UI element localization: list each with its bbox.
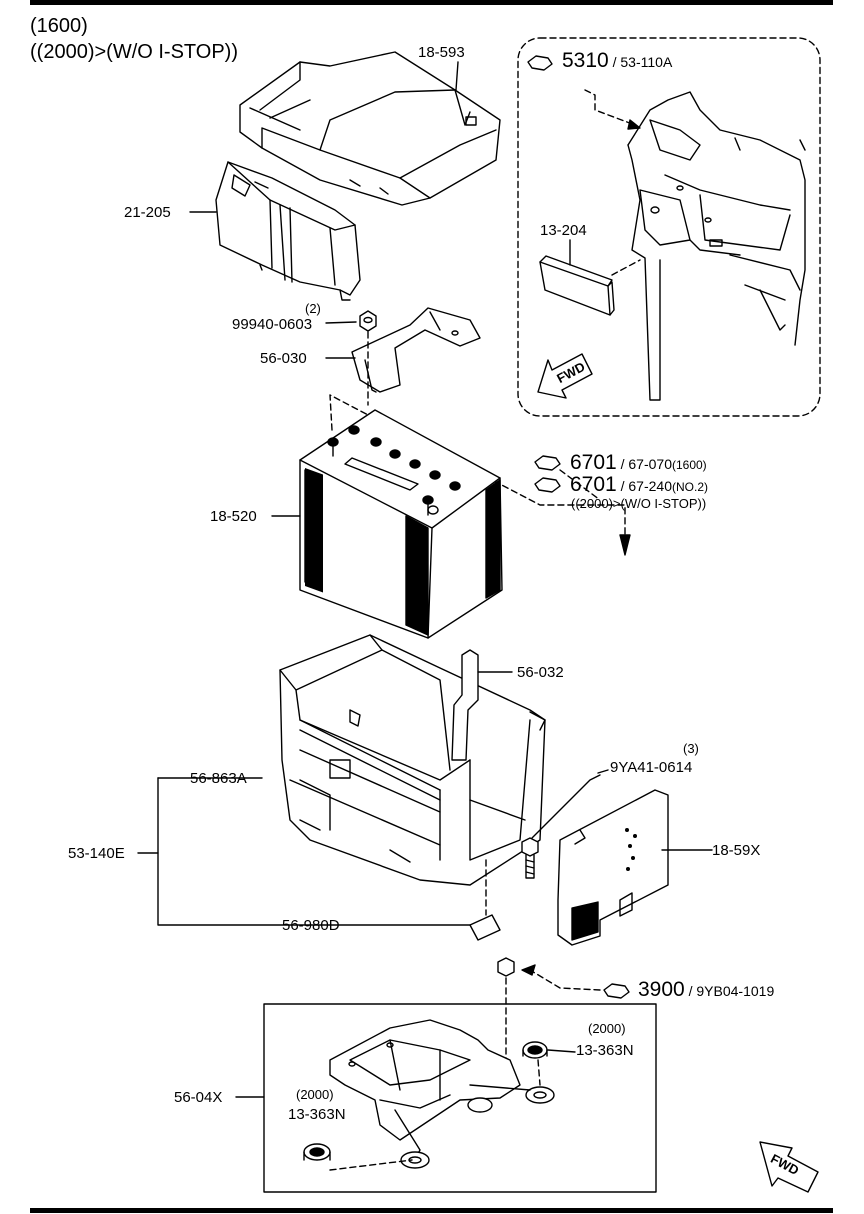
tray-drawing [279,634,546,886]
label-grommet-left-note: (2000) [296,1087,334,1102]
ref-cable2-note: (NO.2) [671,480,708,494]
ref-nut-code: 3900 [638,978,685,1001]
ref-nut-sub: 9YB04-1019 [696,983,775,999]
clamp-drawing [351,307,481,393]
ref-cable2-sub: 67-240 [628,478,672,494]
label-tray: 56-863A [190,770,247,787]
label-pad: 56-980D [282,917,340,934]
inset-box [517,37,821,417]
ref-cable1[interactable]: 6701 / 67-070(1600) [570,451,707,474]
ref-cable2-condition: ((2000)>(W/O I-STOP)) [571,496,707,511]
inset-frame-drawing [627,91,806,401]
ref-cable2[interactable]: 6701 / 67-240(NO.2) [570,473,708,496]
side-cover-drawing [557,789,669,946]
label-panel: 13-204 [540,222,587,239]
ref-nut[interactable]: 3900 / 9YB04-1019 [638,978,775,1001]
grommet-left-drawing [303,1143,331,1161]
ref-cable1-sub: 67-070 [628,456,672,472]
base-box [263,1003,657,1193]
panel-drawing [539,255,615,316]
flange-nut-drawing [497,957,515,977]
bottom-fwd-arrow-icon [759,1141,819,1193]
reference-book-icon-top [527,55,553,71]
label-clamp: 56-030 [260,350,307,367]
ref-top-sub: 53-110A [620,54,673,70]
nut-drawing [359,310,377,332]
base-drawing [329,1019,555,1169]
label-nut-qty: (2) [305,301,321,316]
ref-top[interactable]: 5310 / 53-110A [562,49,673,72]
bolt-drawing [521,837,539,879]
reference-book-icon-nut [603,983,630,999]
label-nut: 99940-0603 [232,316,313,333]
bracket-drawing [451,649,479,761]
header-line1: (1600) [30,15,88,37]
insulator-drawing [215,161,361,301]
reference-book-icon-cable1 [534,455,561,471]
ref-top-code: 5310 [562,49,609,72]
label-grommet-left: 13-363N [288,1106,346,1123]
label-cover: 18-593 [418,44,465,61]
ref-cable2-code: 6701 [570,473,617,496]
top-rule [30,0,833,5]
label-base: 56-04X [174,1089,223,1106]
label-grommet-right-note: (2000) [588,1021,626,1036]
inset-fwd-arrow-icon [537,353,593,399]
label-insulator: 21-205 [124,204,171,221]
battery-drawing [299,409,503,639]
label-battery: 18-520 [210,508,257,525]
label-bolt-qty: (3) [683,741,699,756]
label-bolt: 9YA41-0614 [610,759,693,776]
grommet-right-drawing [522,1041,548,1059]
label-bracket: 56-032 [517,664,564,681]
pad-drawing [469,914,501,941]
ref-cable1-code: 6701 [570,451,617,474]
reference-book-icon-cable2 [534,477,561,493]
label-side-cover: 18-59X [712,842,761,859]
battery-cover-drawing [239,51,501,206]
header-line2: ((2000)>(W/O I-STOP)) [30,41,238,63]
label-grommet-right: 13-363N [576,1042,634,1059]
label-tray-assy: 53-140E [68,845,125,862]
bottom-rule [30,1208,833,1213]
ref-cable1-note: (1600) [671,458,707,472]
